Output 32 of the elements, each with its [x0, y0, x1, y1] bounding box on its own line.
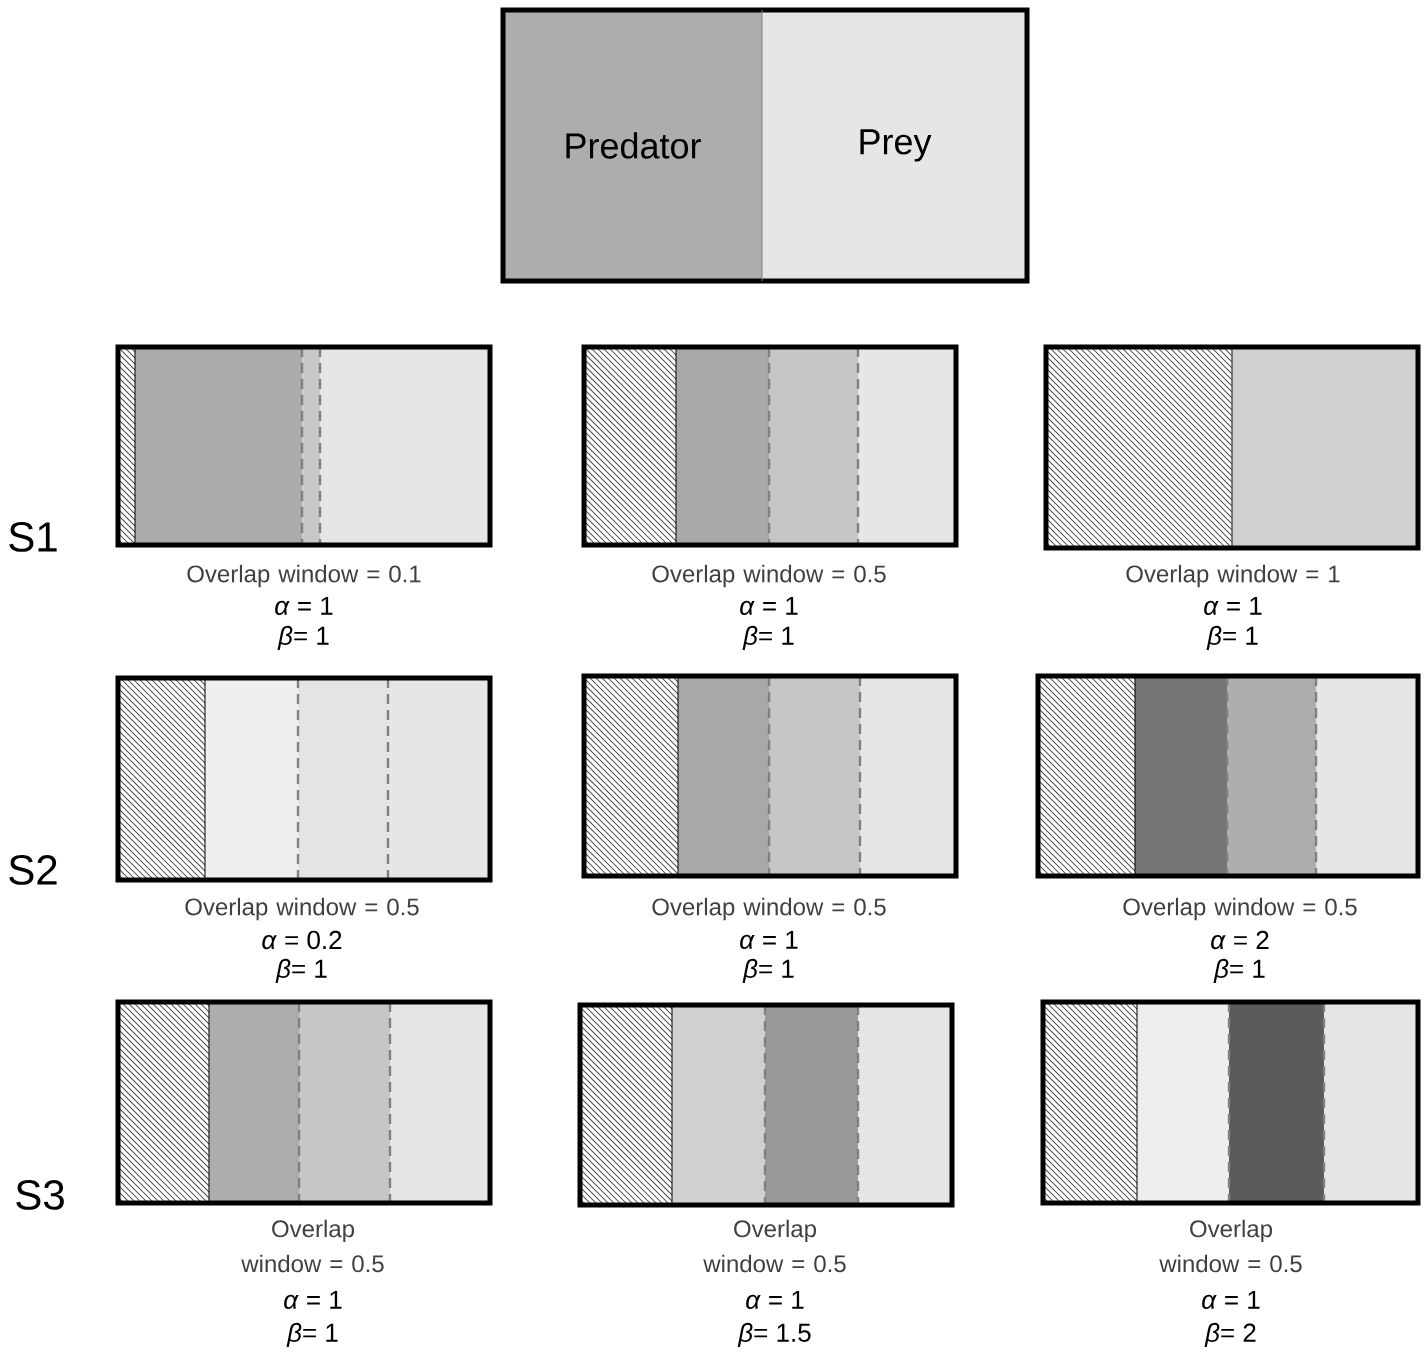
parameter-value: β= 1: [742, 625, 794, 651]
caption: Overlap window = 0.5: [185, 897, 419, 921]
parameter-value: β= 1: [275, 958, 327, 984]
parameter-value: α = 1: [740, 596, 798, 616]
parameter-value: β= 1.5: [737, 1322, 811, 1348]
row-label: S2: [9, 855, 57, 885]
parameter-value: α = 1: [284, 1290, 342, 1310]
caption: Overlap window = 0.5: [703, 1219, 846, 1273]
parameter-value: β= 1: [277, 625, 329, 651]
caption: Overlap window = 0.5: [241, 1219, 384, 1273]
caption: Overlap window = 0.5: [652, 564, 886, 588]
parameter-value: β= 1: [742, 958, 794, 984]
parameter-value: β= 2: [1204, 1322, 1256, 1348]
legend-box: Prey: [762, 10, 1027, 281]
parameter-value: α = 1: [275, 596, 333, 616]
row-label: S1: [9, 522, 57, 552]
parameter-value: β= 1: [286, 1322, 338, 1348]
caption: Overlap window = 0.1: [187, 564, 421, 588]
caption: Overlap window = 1: [1126, 564, 1340, 588]
parameter-value: α = 2: [1211, 930, 1269, 950]
row-label: S3: [16, 1180, 64, 1210]
caption: Overlap window = 0.5: [652, 897, 886, 921]
parameter-value: α = 1: [740, 930, 798, 950]
parameter-value: α = 1: [1204, 596, 1262, 616]
parameter-value: β= 1: [1206, 625, 1258, 651]
parameter-value: α = 1: [1202, 1290, 1260, 1310]
parameter-value: α = 0.2: [262, 930, 342, 950]
caption: Overlap window = 0.5: [1123, 897, 1357, 921]
legend-box: Predator: [503, 10, 762, 281]
parameter-value: α = 1: [746, 1290, 804, 1310]
caption: Overlap window = 0.5: [1159, 1219, 1302, 1273]
parameter-value: β= 1: [1213, 958, 1265, 984]
